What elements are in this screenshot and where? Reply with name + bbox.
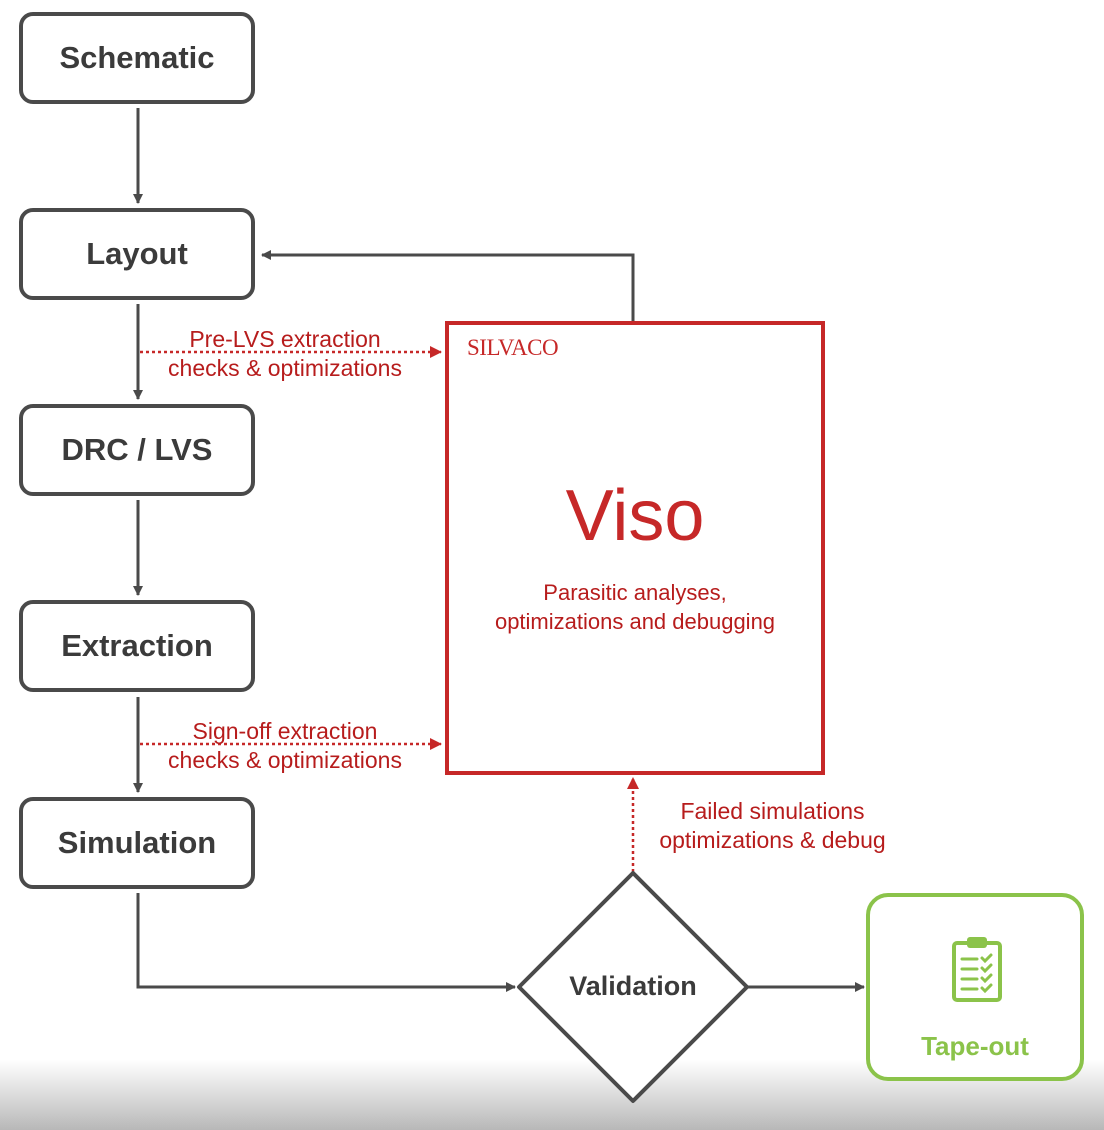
step-layout[interactable]: Layout — [19, 208, 255, 300]
step-schematic[interactable]: Schematic — [19, 12, 255, 104]
step-extraction[interactable]: Extraction — [19, 600, 255, 692]
step-simulation[interactable]: Simulation — [19, 797, 255, 889]
tapeout-box[interactable]: Tape-out — [866, 893, 1084, 1081]
step-schematic-label: Schematic — [59, 40, 215, 75]
arrow-viso-to-layout — [261, 250, 635, 321]
step-extraction-label: Extraction — [61, 628, 213, 663]
failed-line2: optimizations & debug — [659, 827, 886, 853]
clipboard-checklist-icon — [952, 937, 1002, 1002]
silvaco-logo: SILVACO — [467, 335, 559, 360]
pre-lvs-annotation: Pre-LVS extraction checks & optimization… — [150, 325, 420, 383]
viso-box[interactable]: SILVACO Viso Parasitic analyses, optimiz… — [445, 321, 825, 775]
signoff-line2: checks & optimizations — [168, 747, 402, 773]
pre-lvs-line1: Pre-LVS extraction — [189, 326, 381, 352]
step-simulation-label: Simulation — [57, 825, 217, 860]
failed-line1: Failed simulations — [680, 798, 865, 824]
step-drc-lvs-label: DRC / LVS — [61, 432, 213, 467]
arrow-simulation-to-validation — [136, 893, 516, 992]
signoff-annotation: Sign-off extraction checks & optimizatio… — [150, 717, 420, 775]
viso-desc-line2: optimizations and debugging — [494, 609, 776, 634]
failed-sim-annotation: Failed simulations optimizations & debug — [645, 797, 900, 855]
validation-diamond[interactable] — [517, 871, 749, 1103]
step-layout-label: Layout — [86, 236, 188, 271]
tapeout-label: Tape-out — [921, 1031, 1029, 1061]
step-drc-lvs[interactable]: DRC / LVS — [19, 404, 255, 496]
signoff-line1: Sign-off extraction — [192, 718, 378, 744]
pre-lvs-line2: checks & optimizations — [168, 355, 402, 381]
viso-desc-line1: Parasitic analyses, — [543, 580, 727, 605]
viso-title: Viso — [565, 476, 705, 556]
viso-description: Parasitic analyses, optimizations and de… — [449, 578, 821, 636]
validation-label: Validation — [569, 971, 697, 1001]
